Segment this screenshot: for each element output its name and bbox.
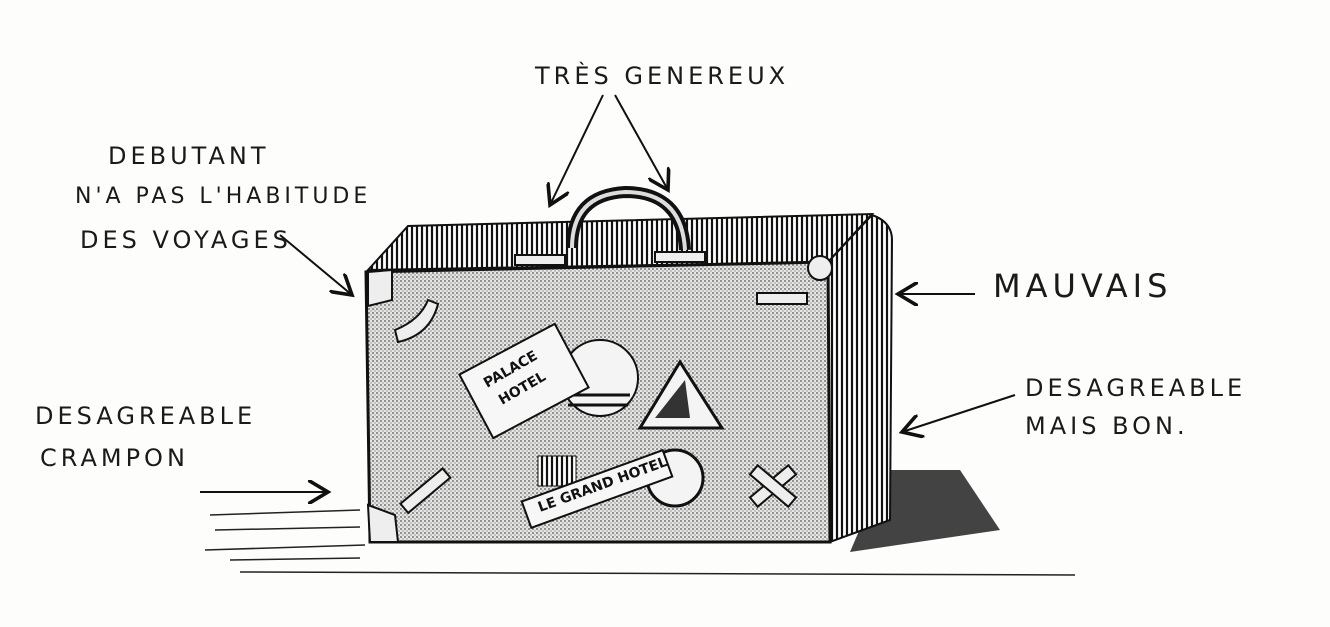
label-debutant: DEBUTANT bbox=[108, 142, 270, 170]
label-desagreable-left: DESAGREABLE bbox=[35, 402, 257, 430]
label-mais-bon: MAIS BON. bbox=[1025, 412, 1189, 440]
floor-lines bbox=[204, 509, 1076, 576]
label-desagreable-right: DESAGREABLE bbox=[1025, 374, 1247, 402]
label-mauvais: MAUVAIS bbox=[993, 267, 1173, 305]
label-tres-genereux: TRÈS GENEREUX bbox=[535, 62, 790, 90]
label-voyages: DES VOYAGES bbox=[80, 226, 292, 254]
suitcase-side bbox=[826, 213, 894, 544]
arrows bbox=[200, 94, 1016, 492]
label-crampon: CRAMPON bbox=[40, 444, 189, 472]
palace-hotel-sticker: PALACE HOTEL bbox=[458, 322, 639, 440]
pyramid-sticker bbox=[637, 359, 725, 430]
label-habitude: N'A PAS L'HABITUDE bbox=[75, 184, 372, 209]
